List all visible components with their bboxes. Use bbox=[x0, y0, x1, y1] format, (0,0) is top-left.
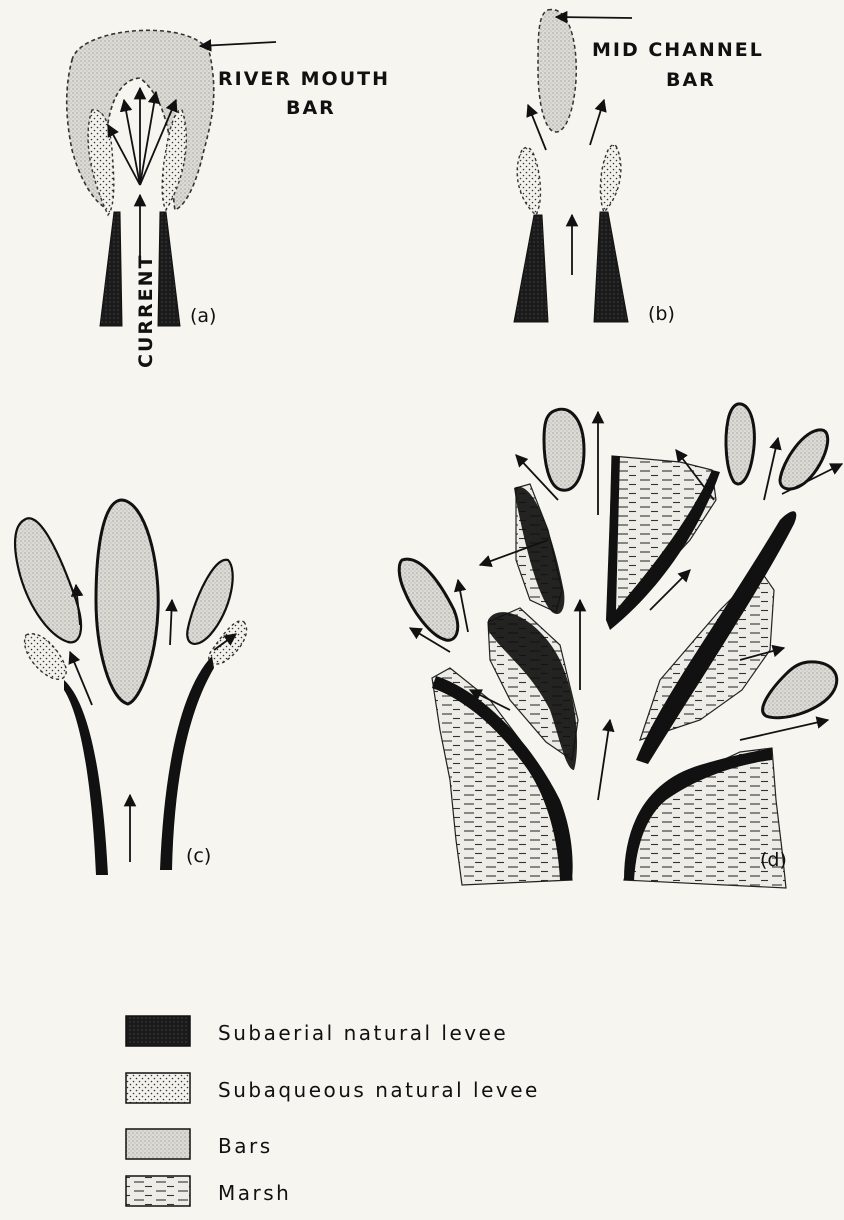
panel-label-c: (c) bbox=[186, 845, 211, 867]
mid-channel-bar-pointer bbox=[556, 17, 632, 18]
panel-a: RIVER MOUTH BAR CURRENT (a) bbox=[67, 30, 390, 368]
bar-d-5 bbox=[763, 662, 837, 718]
bar-d-2 bbox=[726, 404, 754, 484]
bar-d-1 bbox=[544, 409, 584, 490]
bar-d-3 bbox=[780, 430, 828, 489]
river-mouth-bar-label-1: RIVER MOUTH bbox=[218, 68, 390, 90]
mid-channel-bar-shape bbox=[538, 10, 576, 132]
bar-c-right bbox=[187, 560, 232, 644]
panel-c: (c) bbox=[15, 500, 246, 875]
legend-label-bars: Bars bbox=[218, 1134, 273, 1158]
legend-label-subaerial: Subaerial natural levee bbox=[218, 1021, 508, 1045]
subaqueous-levee-a-left bbox=[88, 110, 114, 215]
mid-channel-bar-label-1: MID CHANNEL bbox=[592, 39, 764, 61]
bar-d-4 bbox=[399, 559, 457, 640]
panel-label-a: (a) bbox=[190, 305, 216, 327]
river-mouth-bar-label-2: BAR bbox=[286, 97, 336, 119]
legend-label-marsh: Marsh bbox=[218, 1181, 291, 1205]
subaerial-levee-c-right bbox=[160, 656, 214, 870]
legend: Subaerial natural levee Subaqueous natur… bbox=[126, 1016, 540, 1206]
legend-swatch-marsh bbox=[126, 1176, 190, 1206]
bar-c-left bbox=[15, 518, 81, 642]
subaerial-levee-b-right bbox=[594, 212, 628, 322]
legend-swatch-bars bbox=[126, 1129, 190, 1159]
current-label: CURRENT bbox=[135, 254, 157, 368]
subaqueous-levee-b-left bbox=[517, 147, 540, 215]
subaerial-levee-a-left bbox=[100, 212, 122, 326]
legend-label-subaqueous: Subaqueous natural levee bbox=[218, 1078, 540, 1102]
panel-b: MID CHANNEL BAR (b) bbox=[514, 10, 764, 325]
subaqueous-levee-b-right bbox=[600, 145, 621, 212]
subaerial-levee-a-right bbox=[158, 212, 180, 326]
panel-label-b: (b) bbox=[648, 303, 675, 325]
panel-d: (d) bbox=[399, 404, 842, 888]
subaqueous-levee-c-left bbox=[25, 634, 67, 680]
legend-swatch-subaqueous bbox=[126, 1073, 190, 1103]
mid-channel-bar-label-2: BAR bbox=[666, 69, 716, 91]
river-mouth-bar-pointer bbox=[200, 42, 276, 46]
mid-channel-bar-c bbox=[96, 500, 158, 704]
legend-swatch-subaerial bbox=[126, 1016, 190, 1046]
subaerial-levee-b-left bbox=[514, 215, 548, 322]
subaerial-levee-c-left bbox=[64, 680, 108, 875]
panel-label-d: (d) bbox=[760, 849, 787, 871]
